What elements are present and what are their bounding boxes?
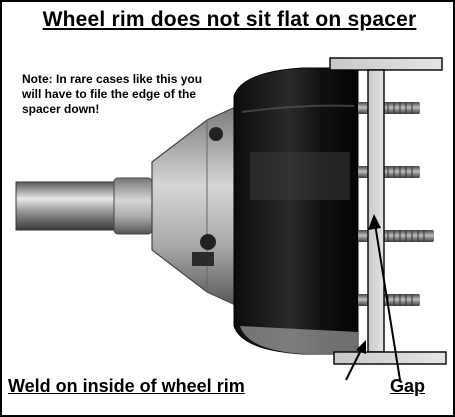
weld-arrow [345, 340, 366, 381]
spacer-plate [329, 57, 447, 365]
axle-collar [113, 177, 153, 235]
note-text: Note: In rare cases like this you will h… [22, 72, 203, 116]
gap-label: Gap [390, 376, 426, 396]
gap-arrow [368, 214, 401, 381]
diagram-title: Wheel rim does not sit flat on spacer [42, 8, 417, 31]
weld-label: Weld on inside of wheel rim [8, 376, 245, 396]
